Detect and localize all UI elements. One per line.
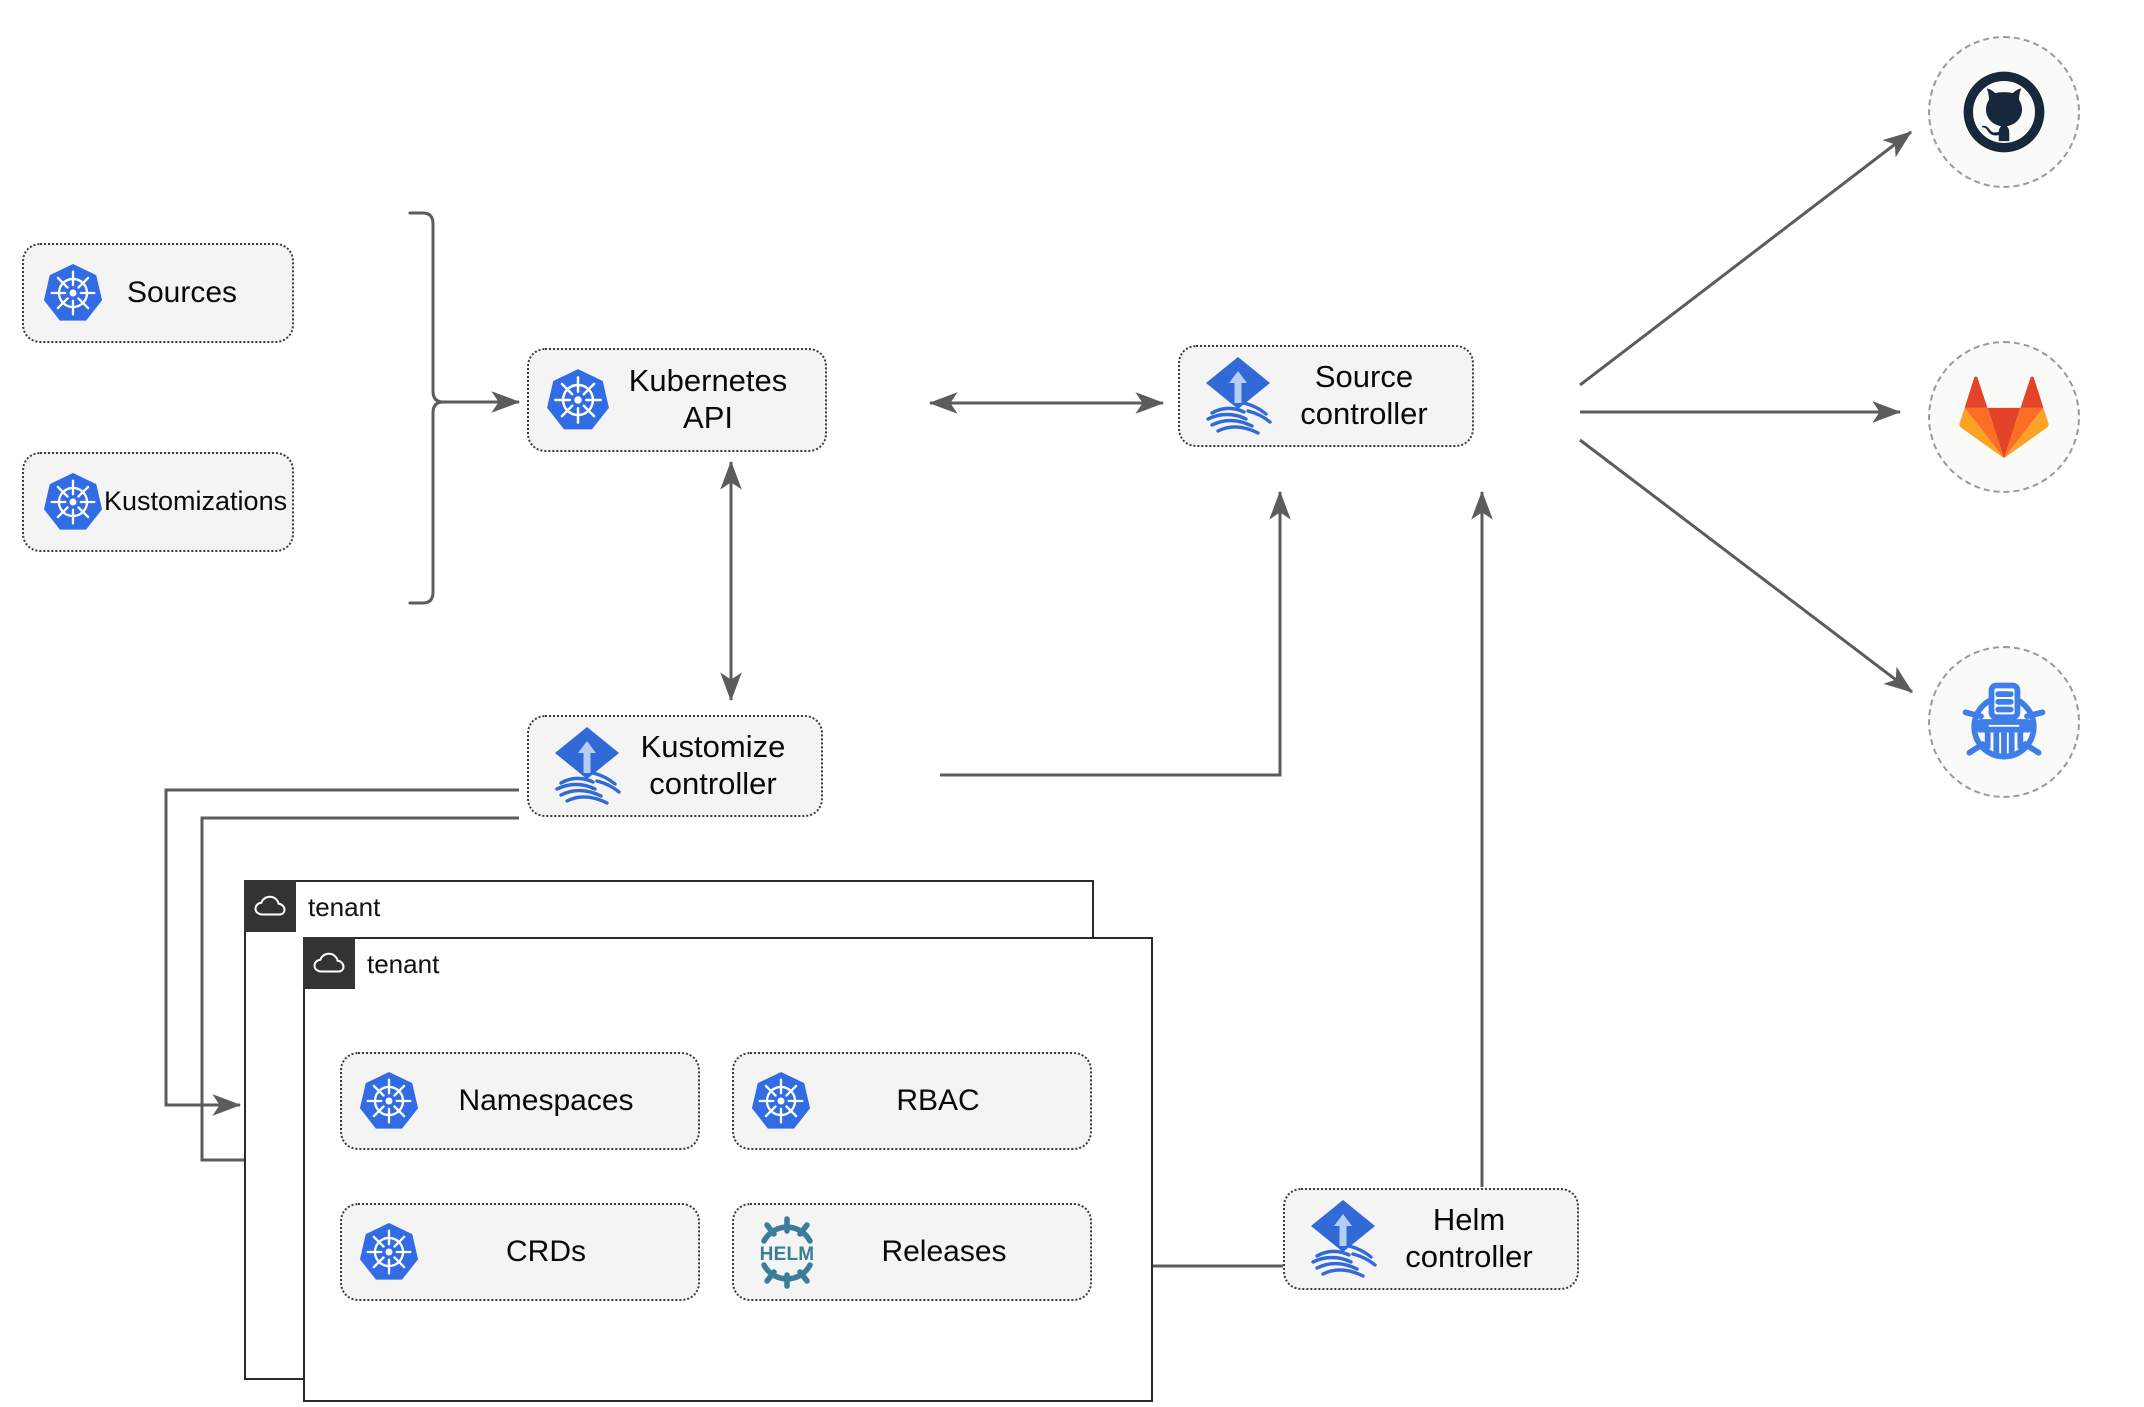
node-kustomizations[interactable]: Kustomizations <box>22 452 294 552</box>
node-kustomize-controller[interactable]: Kustomize controller <box>527 715 823 817</box>
tenant-front-label: tenant <box>367 949 440 979</box>
provider-github[interactable] <box>1928 36 2080 188</box>
node-releases-label: Releases <box>881 1235 1007 1269</box>
edge-resources-brace <box>408 211 521 605</box>
node-helm-controller[interactable]: Helm controller <box>1283 1188 1579 1290</box>
node-sources[interactable]: Sources <box>22 243 294 343</box>
flux-icon <box>549 723 625 809</box>
tenant-back-label: tenant <box>308 892 381 922</box>
node-sources-label: Sources <box>126 276 238 310</box>
kubernetes-icon <box>358 1070 420 1132</box>
provider-github-label: GitHub <box>0 0 1 1</box>
node-source-controller[interactable]: Source controller <box>1178 345 1474 447</box>
node-kustomizations-label: Kustomizations <box>104 486 288 517</box>
gitlab-icon <box>1959 376 2049 459</box>
cloud-icon <box>254 895 286 916</box>
node-releases[interactable]: HELM Releases <box>732 1203 1092 1301</box>
bucket-icon <box>1962 682 2046 760</box>
node-kustomize-controller-label: Kustomize controller <box>640 729 786 801</box>
node-namespaces-label: Namespaces <box>458 1084 634 1118</box>
edge-source-bucket <box>1579 438 1913 694</box>
node-rbac[interactable]: RBAC <box>732 1052 1092 1150</box>
provider-bucket-label: Bucket <box>0 0 1 1</box>
diagram-title: Flux GitOps Toolkit Architecture <box>0 0 1 1</box>
kubernetes-icon <box>42 471 104 533</box>
provider-gitlab[interactable] <box>1928 341 2080 493</box>
provider-gitlab-label: GitLab <box>0 0 1 1</box>
kubernetes-icon <box>750 1070 812 1132</box>
svg-text:HELM: HELM <box>760 1244 815 1265</box>
tenant-window-front[interactable]: tenant <box>303 937 1153 1402</box>
node-helm-controller-label: Helm controller <box>1405 1202 1533 1274</box>
node-crds[interactable]: CRDs <box>340 1203 700 1301</box>
node-crds-label: CRDs <box>506 1235 586 1269</box>
tenant-front-titlebar <box>303 937 355 989</box>
flux-icon <box>1200 353 1276 439</box>
cloud-icon <box>313 952 345 973</box>
provider-bucket[interactable] <box>1928 646 2080 798</box>
node-kubernetes-api[interactable]: Kubernetes API <box>527 348 827 452</box>
edge-source-github <box>1579 130 1912 387</box>
node-kubernetes-api-label: Kubernetes API <box>628 363 788 435</box>
edge-kustomize-source <box>940 490 1291 777</box>
tenant-back-titlebar <box>244 880 296 932</box>
github-icon <box>1963 71 2045 153</box>
node-source-controller-label: Source controller <box>1300 359 1428 431</box>
kubernetes-icon <box>545 367 611 433</box>
kubernetes-icon <box>358 1221 420 1283</box>
node-rbac-label: RBAC <box>896 1084 980 1118</box>
kubernetes-icon <box>42 262 104 324</box>
flux-icon <box>1305 1196 1381 1282</box>
node-namespaces[interactable]: Namespaces <box>340 1052 700 1150</box>
helm-icon: HELM <box>750 1215 824 1289</box>
